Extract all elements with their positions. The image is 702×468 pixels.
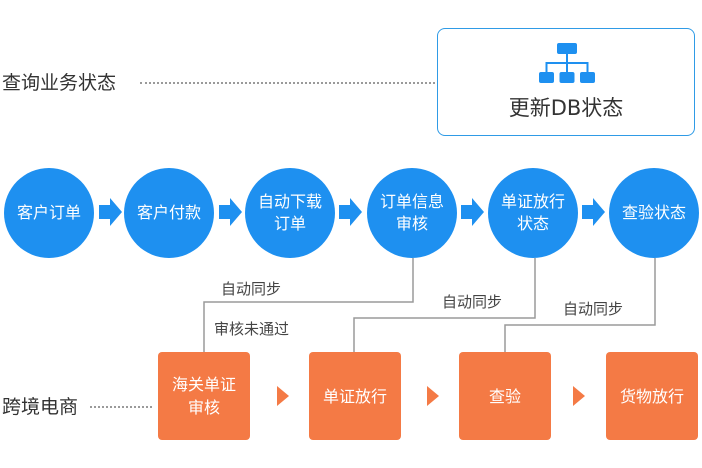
flow-node-auto-download: 自动下载 订单 (245, 168, 335, 258)
cross-border-label: 跨境电商 (2, 396, 79, 418)
flow-node-release-status: 单证放行 状态 (488, 168, 578, 258)
customs-arrow-1 (277, 386, 289, 406)
flow-node-text: 订单信息 (379, 192, 444, 211)
customs-node-text: 查验 (488, 386, 521, 406)
customs-node-document-review: 海关单证 审核 (158, 352, 250, 440)
flow-node-text: 审核 (395, 214, 428, 233)
reject-label: 审核未通过 (214, 320, 290, 338)
sync-label-2: 自动同步 (442, 293, 503, 311)
sync-label-3: 自动同步 (563, 300, 624, 318)
flow-node-text: 自动下载 (257, 192, 322, 211)
flow-node-inspection-status: 查验状态 (609, 168, 699, 258)
customs-arrow-3 (573, 386, 585, 406)
sync-line-2 (353, 258, 536, 352)
flow-node-text: 查验状态 (621, 203, 686, 222)
org-chart-icon (539, 43, 595, 83)
flow-arrow-2 (219, 198, 242, 226)
customs-arrow-2 (427, 386, 439, 406)
customs-node-text: 单证放行 (322, 386, 387, 406)
flow-arrows (99, 198, 605, 226)
customs-node-goods-release: 货物放行 (606, 352, 698, 440)
flow-arrow-3 (339, 198, 362, 226)
flow-node-text: 状态 (516, 214, 549, 233)
customs-node-text: 审核 (187, 398, 220, 417)
customs-node-text: 海关单证 (171, 375, 236, 394)
cross-border-leader (90, 406, 152, 408)
flow-node-text: 订单 (273, 214, 306, 233)
flow-node-order-review: 订单信息 审核 (367, 168, 457, 258)
customs-arrows (277, 386, 585, 406)
flow-node-customer-payment: 客户付款 (124, 168, 214, 258)
sync-line-3 (504, 258, 656, 352)
flow-node-text: 客户付款 (136, 203, 201, 222)
customs-node-text: 货物放行 (619, 386, 684, 406)
flow-arrow-5 (582, 198, 605, 226)
flow-arrow-4 (461, 198, 484, 226)
customs-node-document-release: 单证放行 (309, 352, 401, 440)
flow-node-customer-order: 客户订单 (4, 168, 94, 258)
query-status-label: 查询业务状态 (2, 72, 117, 94)
update-db-label: 更新DB状态 (508, 96, 624, 120)
sync-line-1 (203, 258, 414, 352)
flow-arrow-1 (99, 198, 122, 226)
flow-node-text: 单证放行 (500, 192, 565, 211)
customs-node-inspection: 查验 (459, 352, 551, 440)
flow-node-text: 客户订单 (16, 203, 81, 222)
sync-label-1: 自动同步 (221, 280, 282, 298)
query-status-leader (140, 82, 435, 84)
update-db-box: 更新DB状态 (437, 28, 695, 136)
